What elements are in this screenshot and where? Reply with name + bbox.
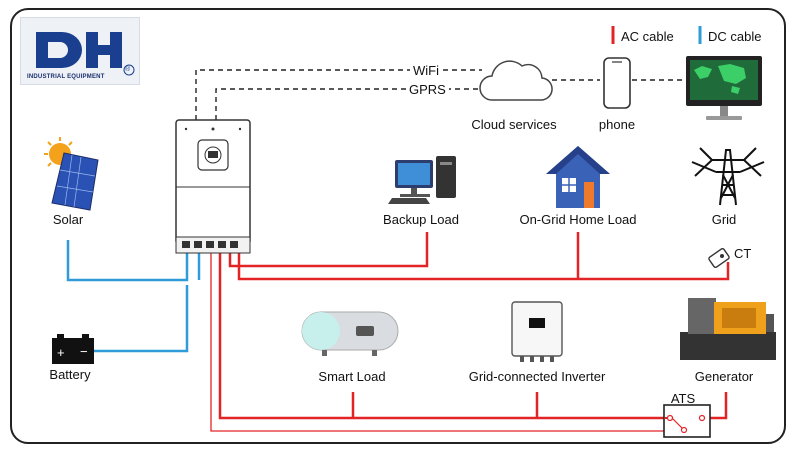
ac-legend-label: AC cable — [621, 29, 674, 44]
gprs-link — [215, 88, 482, 120]
battery-dc-cable — [94, 285, 189, 353]
solar-panel-icon — [44, 137, 99, 211]
house-icon — [546, 146, 610, 208]
desktop-computer-icon — [388, 156, 456, 204]
logo-tagline: INDUSTRIAL EQUIPMENT — [27, 74, 105, 80]
grid-ac-cable — [237, 253, 730, 281]
dc-legend-label: DC cable — [708, 29, 762, 44]
cloud-icon — [479, 60, 553, 101]
transmission-tower-icon — [691, 147, 765, 206]
phone-label: phone — [598, 117, 636, 132]
inverter-icon — [511, 301, 563, 362]
water-heater-icon — [301, 311, 399, 356]
ats-label: ATS — [670, 391, 696, 406]
solar-label: Solar — [52, 212, 84, 227]
backup-load-label: Backup Load — [383, 212, 459, 227]
grid-inverter-label: Grid-connected Inverter — [468, 369, 606, 384]
solar-dc-cable — [66, 240, 189, 282]
company-logo: INDUSTRIAL EQUIPMENT — [20, 17, 140, 85]
ac-cables — [218, 232, 730, 420]
monitor-icon — [686, 56, 762, 120]
smartphone-icon — [603, 57, 631, 109]
dc-cables — [66, 240, 201, 353]
generator-icon — [680, 298, 776, 360]
svg-text:+: + — [57, 345, 65, 360]
ats-switch-icon — [663, 404, 711, 438]
generator-label: Generator — [694, 369, 754, 384]
comm-links — [195, 69, 690, 120]
smart-gen-ac-cable — [218, 253, 665, 420]
battery-icon: + − — [52, 334, 94, 364]
wifi-link — [195, 69, 482, 120]
backup-ac-cable — [228, 232, 429, 268]
ats-secondary-cable — [210, 253, 680, 432]
gprs-label: GPRS — [406, 83, 449, 96]
hybrid-inverter-icon — [175, 119, 251, 254]
cloud-label: Cloud services — [471, 117, 557, 132]
battery-label: Battery — [49, 367, 91, 382]
grid-label: Grid — [711, 212, 737, 227]
logo-registered-mark: ® — [125, 66, 131, 73]
ct-label: CT — [734, 246, 752, 261]
smart-load-label: Smart Load — [318, 369, 386, 384]
home-load-label: On-Grid Home Load — [519, 212, 637, 227]
svg-text:−: − — [80, 344, 88, 359]
diagram-frame — [10, 8, 786, 444]
current-transformer-icon — [708, 248, 730, 268]
wifi-label: WiFi — [410, 64, 442, 77]
